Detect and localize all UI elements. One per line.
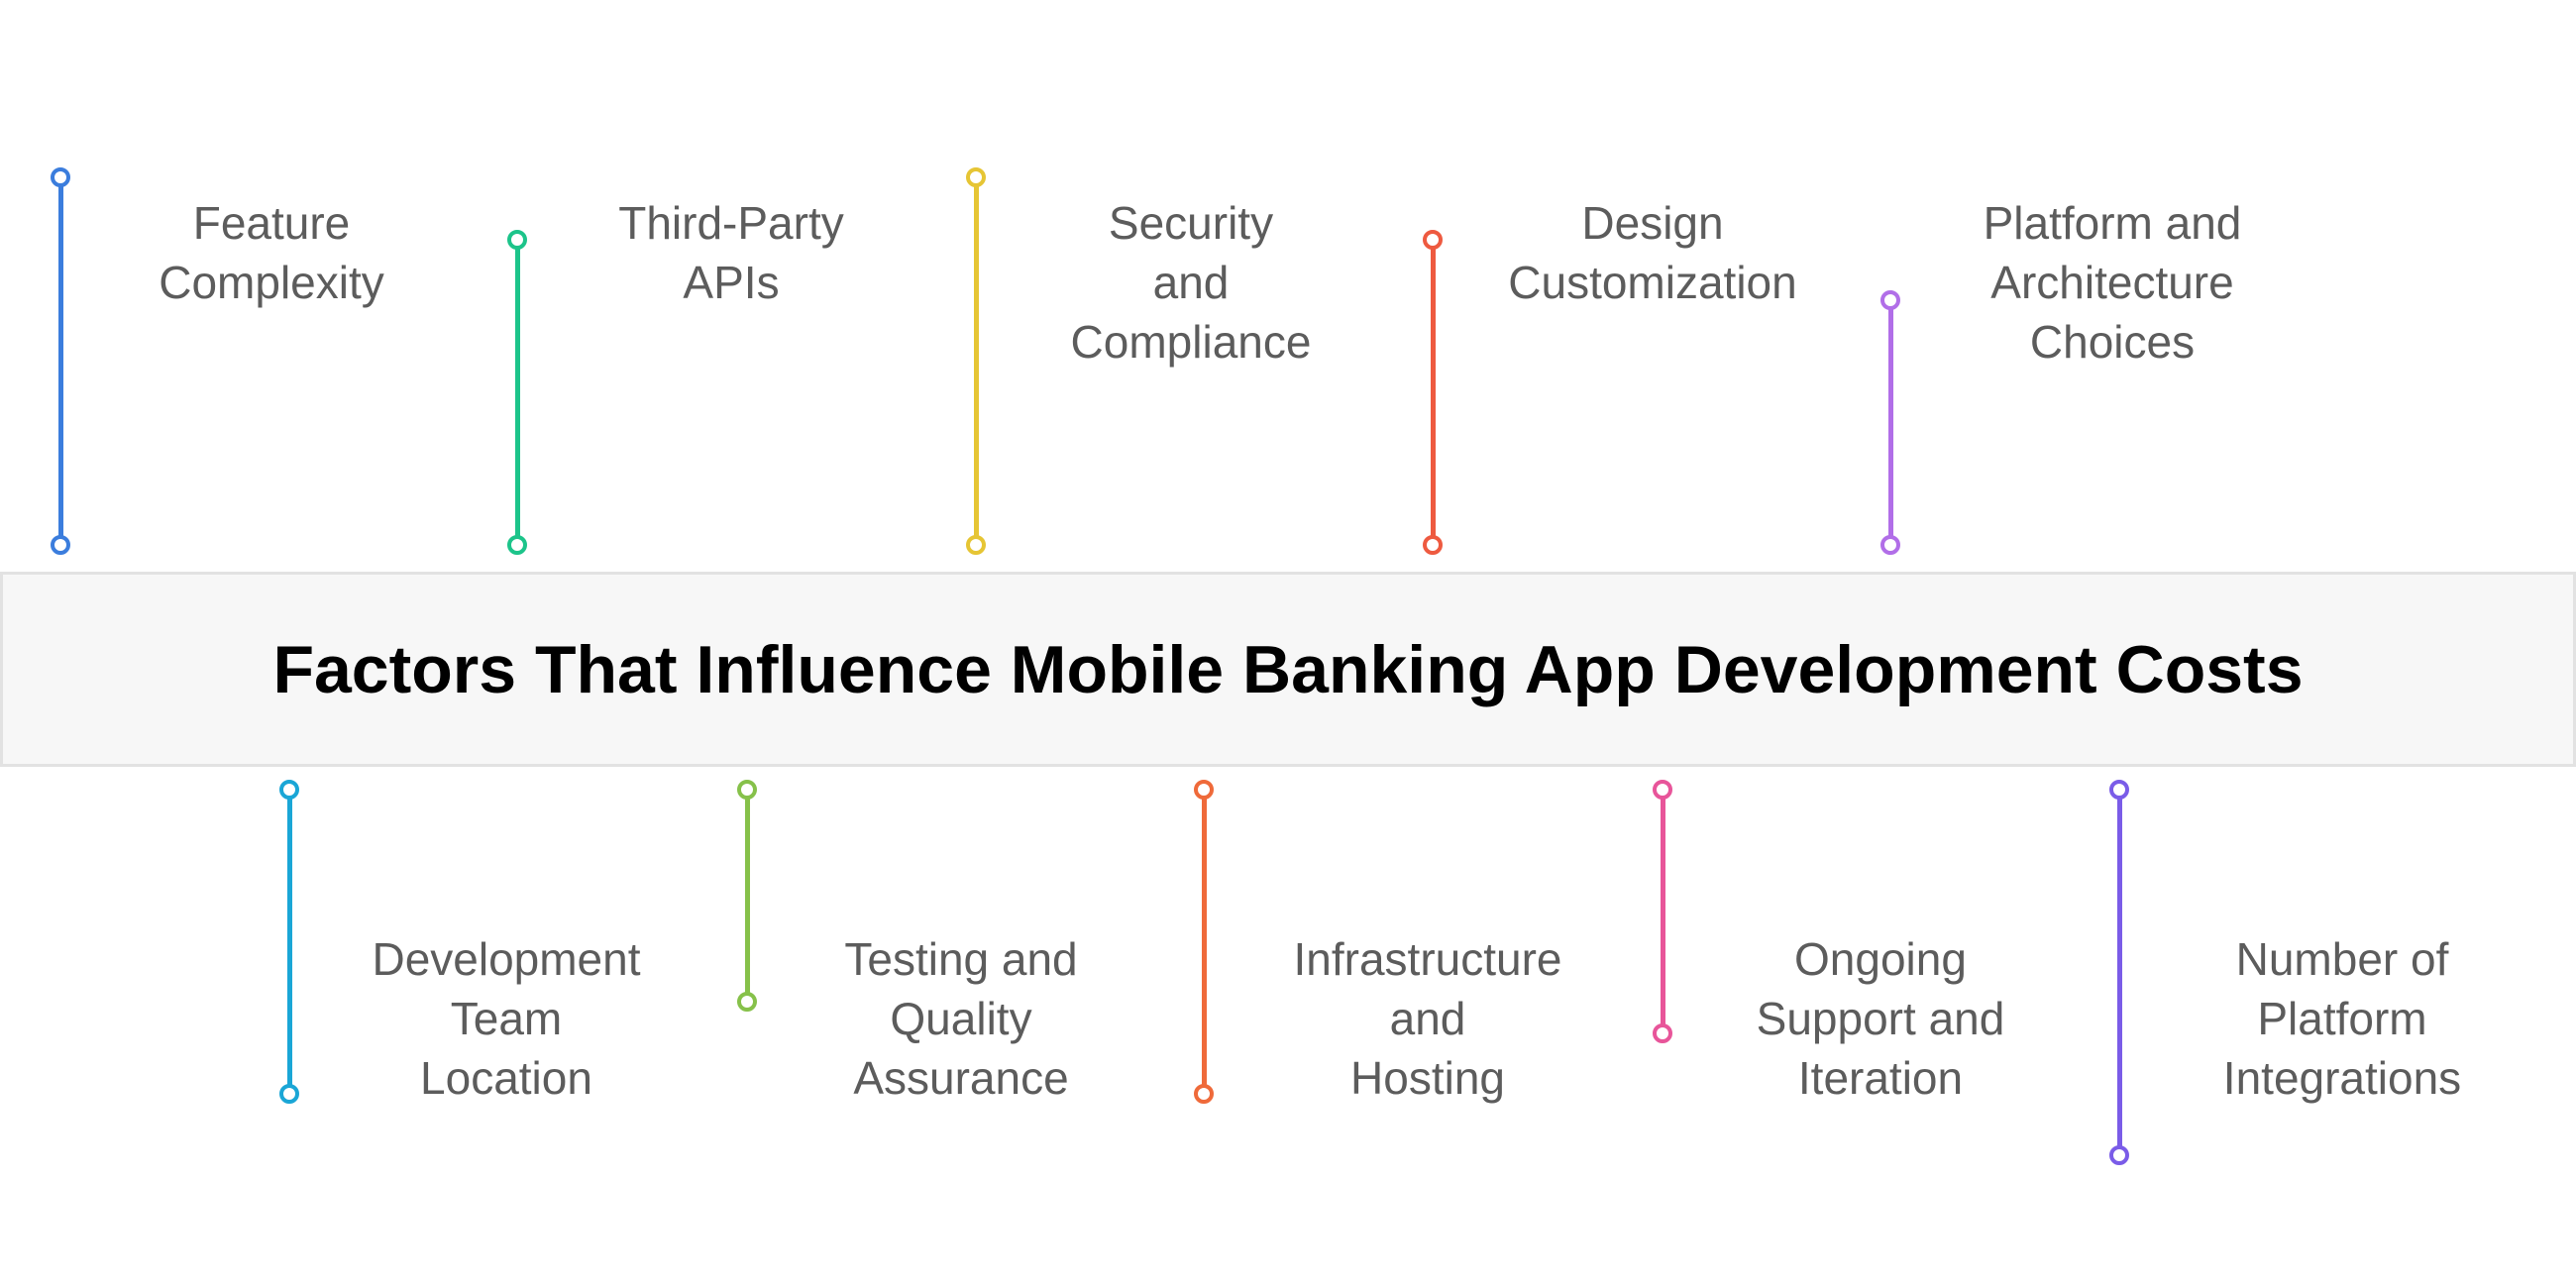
end-node-icon — [279, 1084, 299, 1104]
connector-line — [515, 240, 520, 545]
connector-line — [287, 790, 292, 1094]
connector-line — [2117, 790, 2122, 1155]
factor-label-line: Infrastructure — [1293, 933, 1562, 985]
end-node-icon — [1423, 535, 1443, 555]
end-node-icon — [966, 535, 986, 555]
end-node-icon — [507, 535, 527, 555]
connector-line — [1202, 790, 1207, 1094]
start-node-icon — [1653, 780, 1672, 800]
factor-label-line: Customization — [1508, 257, 1797, 308]
end-node-icon — [737, 992, 757, 1012]
start-node-icon — [279, 780, 299, 800]
factor-label-line: Third-Party — [618, 197, 844, 249]
end-node-icon — [1653, 1023, 1672, 1043]
factor-label-line: APIs — [683, 257, 780, 308]
factor-label-line: Feature — [192, 197, 351, 249]
factor-label-line: Number of — [2235, 933, 2449, 985]
factor-label-line: Assurance — [853, 1052, 1069, 1104]
factor-label-line: Development — [372, 933, 641, 985]
factor-label-line: Security — [1108, 197, 1274, 249]
factor-label-line: Support and — [1756, 993, 2005, 1044]
factor-label-line: Location — [420, 1052, 592, 1104]
connector-line — [1431, 240, 1436, 545]
factor-label-line: Platform — [2257, 993, 2427, 1044]
end-node-icon — [1880, 535, 1900, 555]
diagram-title: Factors That Influence Mobile Banking Ap… — [272, 631, 2304, 707]
start-node-icon — [1194, 780, 1214, 800]
start-node-icon — [737, 780, 757, 800]
connector-line — [1661, 790, 1665, 1033]
end-node-icon — [1194, 1084, 1214, 1104]
factor-label-line: Team — [450, 993, 563, 1044]
start-node-icon — [1880, 290, 1900, 310]
factor-label-line: Iteration — [1797, 1052, 1964, 1104]
end-node-icon — [51, 535, 70, 555]
connector-line — [745, 790, 750, 1002]
connector-line — [974, 177, 979, 545]
factor-label-line: Platform and — [1983, 197, 2242, 249]
factor-label-line: Quality — [890, 993, 1032, 1044]
factor-label-line: Hosting — [1350, 1052, 1505, 1104]
connector-line — [58, 177, 63, 545]
factor-label-line: and — [1152, 257, 1230, 308]
factor-label-line: Complexity — [159, 257, 384, 308]
factor-label-line: Integrations — [2222, 1052, 2462, 1104]
title-banner: Factors That Influence Mobile Banking Ap… — [0, 572, 2576, 767]
factor-label-line: Ongoing — [1794, 933, 1967, 985]
start-node-icon — [1423, 230, 1443, 250]
factor-label-line: Architecture — [1990, 257, 2234, 308]
start-node-icon — [966, 167, 986, 187]
factor-label-line: Choices — [2029, 316, 2196, 368]
factor-label-line: Testing and — [844, 933, 1078, 985]
start-node-icon — [507, 230, 527, 250]
start-node-icon — [2109, 780, 2129, 800]
factor-label-line: and — [1389, 993, 1466, 1044]
connector-line — [1888, 300, 1893, 545]
factor-label-line: Design — [1581, 197, 1724, 249]
start-node-icon — [51, 167, 70, 187]
end-node-icon — [2109, 1145, 2129, 1165]
factor-label-line: Compliance — [1070, 316, 1312, 368]
